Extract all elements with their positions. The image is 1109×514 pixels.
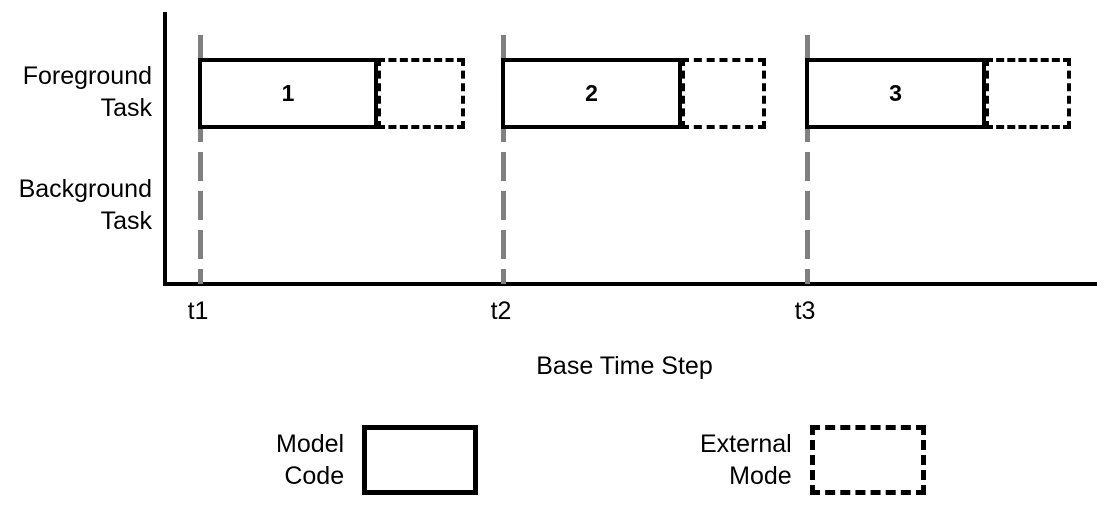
gridline-t3: [805, 35, 810, 284]
tick-label-t3: t3: [794, 297, 816, 325]
tick-label-t2: t2: [490, 297, 512, 325]
legend-label-model-code: Model Code: [276, 430, 345, 490]
legend-swatch-model-code: [362, 425, 479, 495]
task-number-label: 1: [281, 80, 295, 106]
task-number-label: 3: [889, 80, 902, 106]
gridline-t2: [501, 35, 506, 284]
row-label-background-task: Background Task: [18, 175, 152, 235]
external-mode-block-2: [681, 58, 766, 129]
external-mode-block-1: [377, 58, 465, 129]
task-number-label: 2: [585, 80, 598, 106]
legend-item-external-mode: External Mode: [700, 425, 926, 495]
model-code-block-1: 1: [198, 58, 378, 129]
y-axis-line: [163, 12, 167, 286]
legend-item-model-code: Model Code: [276, 425, 479, 495]
legend-swatch-external-mode: [809, 425, 926, 495]
tick-label-t1: t1: [187, 297, 209, 325]
x-axis-line: [163, 282, 1097, 286]
legend-label-external-mode: External Mode: [700, 430, 792, 490]
model-code-block-3: 3: [805, 58, 986, 129]
row-label-foreground-task: Foreground Task: [22, 62, 152, 122]
model-code-block-2: 2: [501, 58, 682, 129]
gridline-t1: [198, 35, 203, 284]
x-axis-title: Base Time Step: [0, 352, 1109, 381]
x-axis-title-text: Base Time Step: [536, 352, 713, 380]
external-mode-block-3: [985, 58, 1071, 129]
